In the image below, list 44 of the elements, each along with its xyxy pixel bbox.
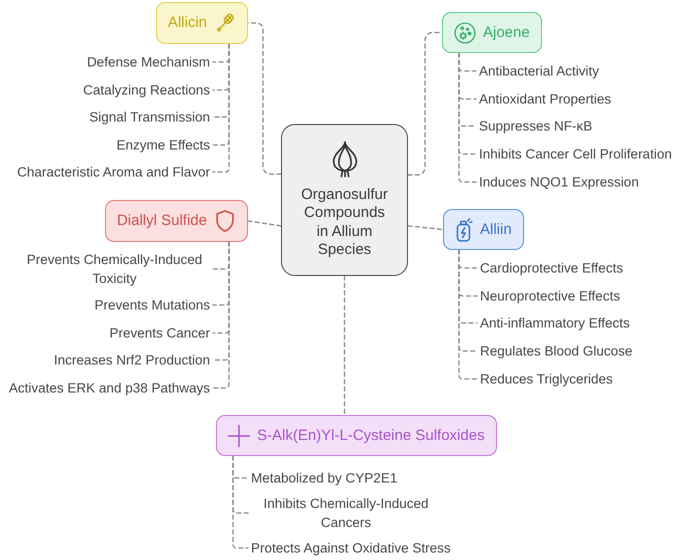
effect-label: Prevents Chemically-Induced Toxicity xyxy=(16,250,213,288)
compound-title: Diallyl Sulfide xyxy=(116,212,207,230)
effect-label: Prevents Mutations xyxy=(91,296,213,314)
effect-label: Increases Nrf2 Production xyxy=(50,350,213,370)
compound-box xyxy=(104,200,248,242)
dashed-connector xyxy=(458,52,477,183)
effect-label: Defense Mechanism xyxy=(84,52,213,72)
topic-title: Organosulfur Compounds in Allium Species xyxy=(300,186,389,260)
compound-title: Allicin xyxy=(168,14,207,32)
compound-box xyxy=(216,415,497,456)
effect-label: Signal Transmission xyxy=(86,108,213,126)
effect-label: Suppresses NF-κB xyxy=(476,116,596,136)
compound-title: Alliin xyxy=(480,220,512,238)
effect-label: Cardioprotective Effects xyxy=(477,258,626,278)
compound-box xyxy=(443,209,524,250)
effect-label: Characteristic Aroma and Flavor xyxy=(14,162,213,182)
effect-label: Catalyzing Reactions xyxy=(80,80,213,100)
effect-label: Anti-inflammatory Effects xyxy=(477,314,633,332)
compound-title: S-Alk(En)Yl-L-Cysteine Sulfoxides xyxy=(257,426,485,444)
effect-label: Regulates Blood Glucose xyxy=(477,342,636,360)
effect-label: Inhibits Chemically-Induced Cancers xyxy=(248,494,444,532)
dashed-connector xyxy=(344,275,346,416)
effect-label: Protects Against Oxidative Stress xyxy=(248,538,454,558)
dashed-connector xyxy=(247,22,282,175)
effect-label: Reduces Triglycerides xyxy=(477,370,616,388)
dashed-connector xyxy=(212,241,230,389)
central-topic-box xyxy=(281,124,408,276)
dashed-connector xyxy=(232,455,249,549)
effect-label: Enzyme Effects xyxy=(113,136,213,154)
dashed-connector xyxy=(212,43,230,173)
effect-label: Prevents Cancer xyxy=(106,324,213,342)
effect-label: Antioxidant Properties xyxy=(476,90,614,108)
effect-label: Inhibits Cancer Cell Proliferation xyxy=(476,144,675,164)
compound-box xyxy=(442,12,542,53)
dashed-connector xyxy=(407,225,444,230)
effect-label: Neuroprotective Effects xyxy=(477,286,624,306)
dashed-connector xyxy=(247,220,282,226)
effect-label: Antibacterial Activity xyxy=(476,62,602,80)
compound-box xyxy=(156,2,248,44)
effect-label: Activates ERK and p38 Pathways xyxy=(6,378,213,398)
effect-label: Metabolized by CYP2E1 xyxy=(248,468,400,488)
compound-title: Ajoene xyxy=(483,24,530,42)
dashed-connector xyxy=(458,249,478,380)
effect-label: Induces NQO1 Expression xyxy=(476,172,642,192)
